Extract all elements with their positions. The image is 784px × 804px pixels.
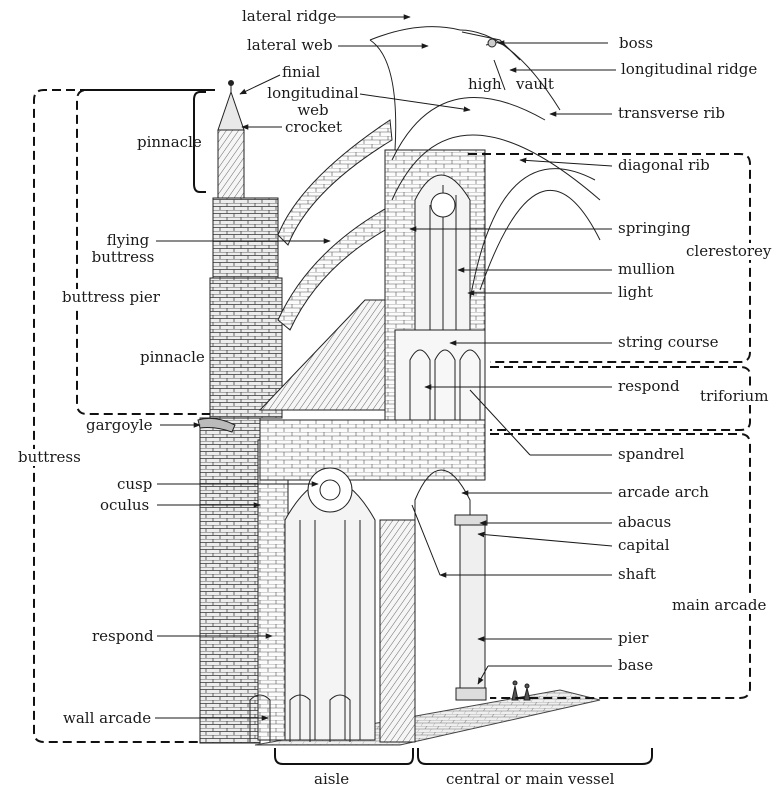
- label-diagonal-rib: diagonal rib: [618, 156, 710, 174]
- label-cusp: cusp: [117, 475, 153, 493]
- label-springing: springing: [618, 219, 691, 237]
- label-flying-buttress-2: buttress: [91, 248, 155, 266]
- leader-lines: [155, 14, 616, 721]
- label-flying-buttress-1: flying: [106, 231, 150, 249]
- bracket-aisle: [274, 748, 414, 765]
- label-wall-arcade: wall arcade: [63, 709, 152, 727]
- label-arcade-arch: arcade arch: [618, 483, 709, 501]
- bracket-pinnacle-top: [193, 91, 206, 193]
- oculus-rose: [307, 467, 353, 513]
- label-triforium: triforium: [700, 387, 769, 405]
- buttress-pier-middle: [209, 277, 283, 419]
- spandrel-wall: [259, 419, 486, 481]
- label-respond-left: respond: [92, 627, 154, 645]
- label-light: light: [618, 283, 653, 301]
- label-abacus: abacus: [618, 513, 672, 531]
- bracket-buttress-pier: [76, 89, 210, 415]
- label-finial: finial: [282, 63, 321, 81]
- label-high-vault-1: high: [468, 75, 502, 93]
- label-buttress-pier: buttress pier: [62, 288, 160, 306]
- vault-boss: [487, 38, 497, 48]
- bracket-central-vessel: [417, 748, 653, 765]
- label-shaft: shaft: [618, 565, 656, 583]
- pinnacle-spire: [217, 129, 245, 201]
- label-longitudinal-web-1: longitudinal: [267, 84, 359, 102]
- nave-pier: [379, 519, 416, 743]
- rib-transverse: [391, 97, 546, 161]
- label-oculus: oculus: [100, 496, 150, 514]
- wall-arcade-row: [249, 694, 351, 742]
- cathedral-illustration: [197, 26, 601, 746]
- label-lateral-ridge: lateral ridge: [242, 7, 337, 25]
- label-respond-right: respond: [618, 377, 680, 395]
- pinnacle-spire-top: [217, 90, 245, 131]
- label-clerestorey: clerestorey: [686, 242, 772, 260]
- label-spandrel: spandrel: [618, 445, 685, 463]
- label-crocket: crocket: [285, 118, 342, 136]
- label-longitudinal-ridge: longitudinal ridge: [621, 60, 758, 78]
- label-lateral-web: lateral web: [247, 36, 333, 54]
- label-mullion: mullion: [618, 260, 675, 278]
- label-aisle: aisle: [314, 770, 350, 788]
- label-pinnacle-lower: pinnacle: [140, 348, 205, 366]
- triforium-band: [394, 329, 486, 431]
- label-capital: capital: [618, 536, 670, 554]
- label-gargoyle: gargoyle: [86, 416, 153, 434]
- flying-buttress-upper: [277, 119, 393, 246]
- buttress-pier-upper: [212, 197, 279, 279]
- gargoyle-spout: [197, 417, 236, 433]
- label-main-arcade: main arcade: [672, 596, 767, 614]
- label-transverse-rib: transverse rib: [618, 104, 725, 122]
- bracket-main-arcade: [490, 433, 751, 699]
- label-longitudinal-web-2: web: [297, 101, 329, 119]
- label-pinnacle-top: pinnacle: [137, 133, 202, 151]
- label-boss: boss: [619, 34, 654, 52]
- nave-pier-right: [459, 519, 486, 701]
- bracket-buttress: [33, 89, 215, 743]
- label-buttress: buttress: [18, 448, 81, 466]
- label-pier: pier: [618, 629, 649, 647]
- buttress-lower: [199, 417, 261, 744]
- label-central-vessel: central or main vessel: [446, 770, 615, 788]
- label-base: base: [618, 656, 654, 674]
- label-string-course: string course: [618, 333, 719, 351]
- label-high-vault-2: vault: [516, 75, 554, 93]
